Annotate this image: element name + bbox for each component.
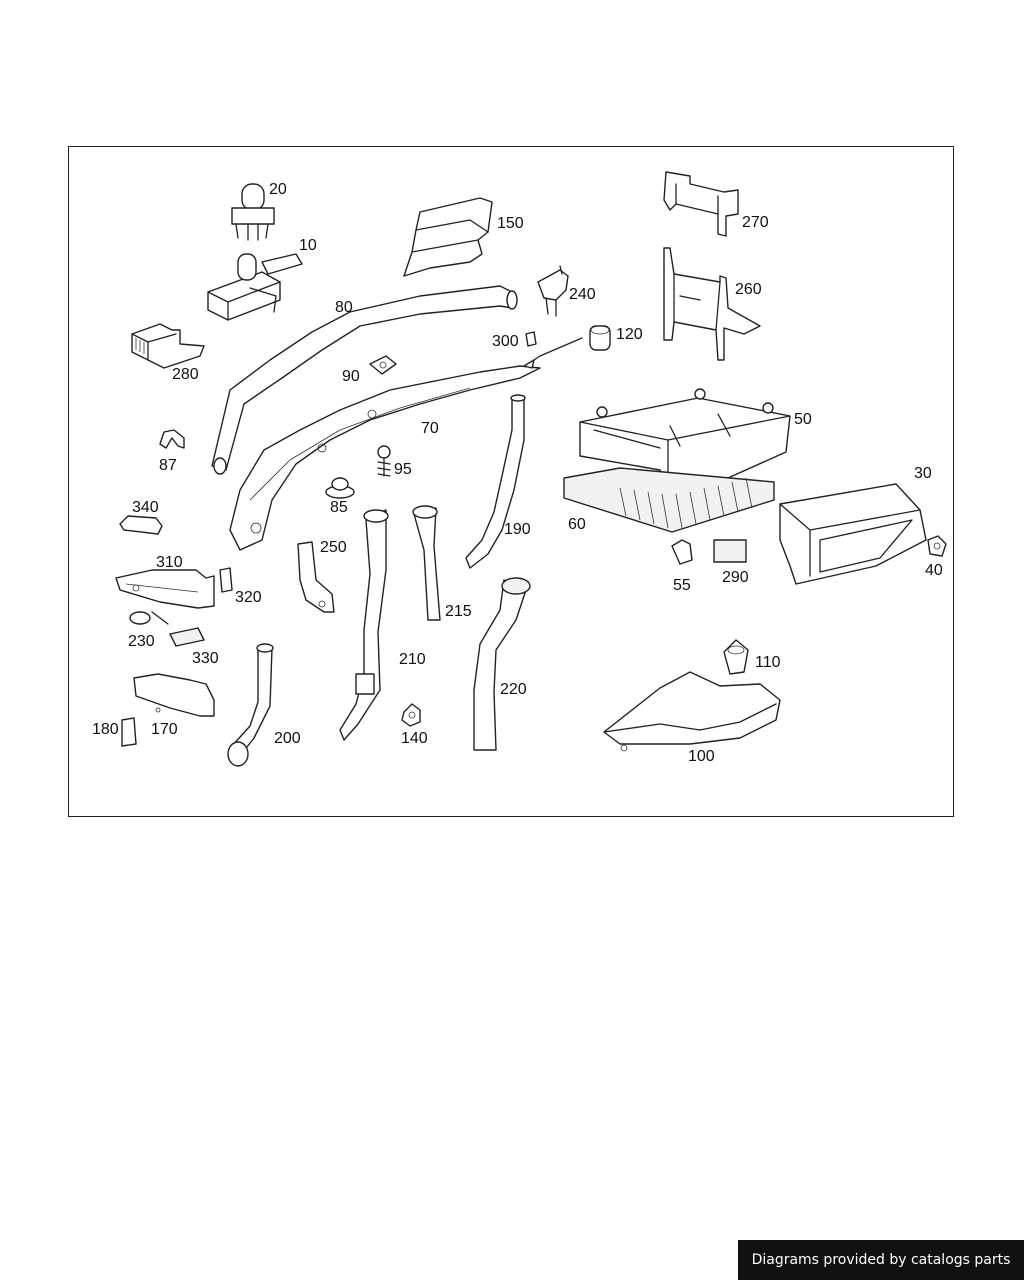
part-30-housing — [779, 483, 927, 585]
part-340-clip — [119, 515, 163, 535]
label-60: 60 — [568, 516, 586, 533]
credit-badge: Diagrams provided by catalogs parts — [738, 1240, 1024, 1280]
part-40-nut — [927, 535, 947, 557]
label-220: 220 — [500, 681, 527, 698]
label-87: 87 — [159, 457, 177, 474]
label-110: 110 — [755, 654, 781, 671]
part-250-bracket — [297, 541, 335, 613]
part-180-clip — [121, 717, 137, 747]
label-290: 290 — [722, 569, 749, 586]
part-70-panel — [229, 365, 541, 551]
label-50: 50 — [794, 411, 812, 428]
label-10: 10 — [299, 237, 317, 254]
label-310: 310 — [156, 554, 183, 571]
part-87-clip — [159, 429, 185, 449]
label-55: 55 — [673, 577, 691, 594]
label-95: 95 — [394, 461, 412, 478]
part-110-grommet — [723, 639, 749, 675]
part-120-grommet — [523, 325, 611, 369]
label-340: 340 — [132, 499, 159, 516]
label-330: 330 — [192, 650, 219, 667]
part-140-nut — [401, 703, 421, 727]
part-210-hose — [339, 509, 389, 741]
label-280: 280 — [172, 366, 199, 383]
part-200-hose — [227, 643, 274, 767]
part-85-grommet — [325, 477, 355, 499]
part-50-housing — [579, 388, 791, 489]
label-300: 300 — [492, 333, 519, 350]
part-20-sensor-plug — [231, 183, 275, 241]
label-240: 240 — [569, 286, 596, 303]
label-170: 170 — [151, 721, 178, 738]
label-40: 40 — [925, 562, 943, 579]
part-220-hose — [473, 577, 531, 751]
label-140: 140 — [401, 730, 428, 747]
label-270: 270 — [742, 214, 769, 231]
part-150-cover — [403, 197, 493, 277]
label-100: 100 — [688, 748, 715, 765]
label-210: 210 — [399, 651, 426, 668]
part-10-sensor-unit — [207, 253, 303, 321]
part-310-bracket — [115, 569, 215, 609]
label-180: 180 — [92, 721, 119, 738]
label-250: 250 — [320, 539, 347, 556]
label-120: 120 — [616, 326, 643, 343]
part-260-bracket — [663, 247, 761, 361]
label-70: 70 — [421, 420, 439, 437]
label-200: 200 — [274, 730, 301, 747]
label-215: 215 — [445, 603, 472, 620]
label-190: 190 — [504, 521, 531, 538]
part-100-cover — [603, 671, 781, 752]
label-30: 30 — [914, 465, 932, 482]
part-280-mount — [131, 323, 205, 369]
part-215-hose — [412, 505, 441, 621]
part-290-pad — [713, 539, 747, 563]
label-20: 20 — [269, 181, 287, 198]
part-190-hose — [465, 394, 526, 569]
label-320: 320 — [235, 589, 262, 606]
part-170-bracket — [133, 673, 215, 717]
label-230: 230 — [128, 633, 155, 650]
label-85: 85 — [330, 499, 348, 516]
part-95-screw — [377, 445, 391, 477]
label-90: 90 — [342, 368, 360, 385]
part-60-filter — [563, 467, 775, 533]
part-55-clip — [671, 539, 693, 565]
part-80-hose — [211, 285, 518, 475]
part-330-pad — [169, 627, 205, 647]
part-90-clip-nut — [369, 355, 397, 375]
part-300-clip — [525, 331, 537, 347]
part-270-bracket — [663, 171, 739, 237]
part-320-clip — [219, 567, 233, 593]
label-150: 150 — [497, 215, 524, 232]
label-80: 80 — [335, 299, 353, 316]
part-240-clip — [537, 265, 569, 317]
part-230-grommet — [129, 611, 169, 625]
label-260: 260 — [735, 281, 762, 298]
